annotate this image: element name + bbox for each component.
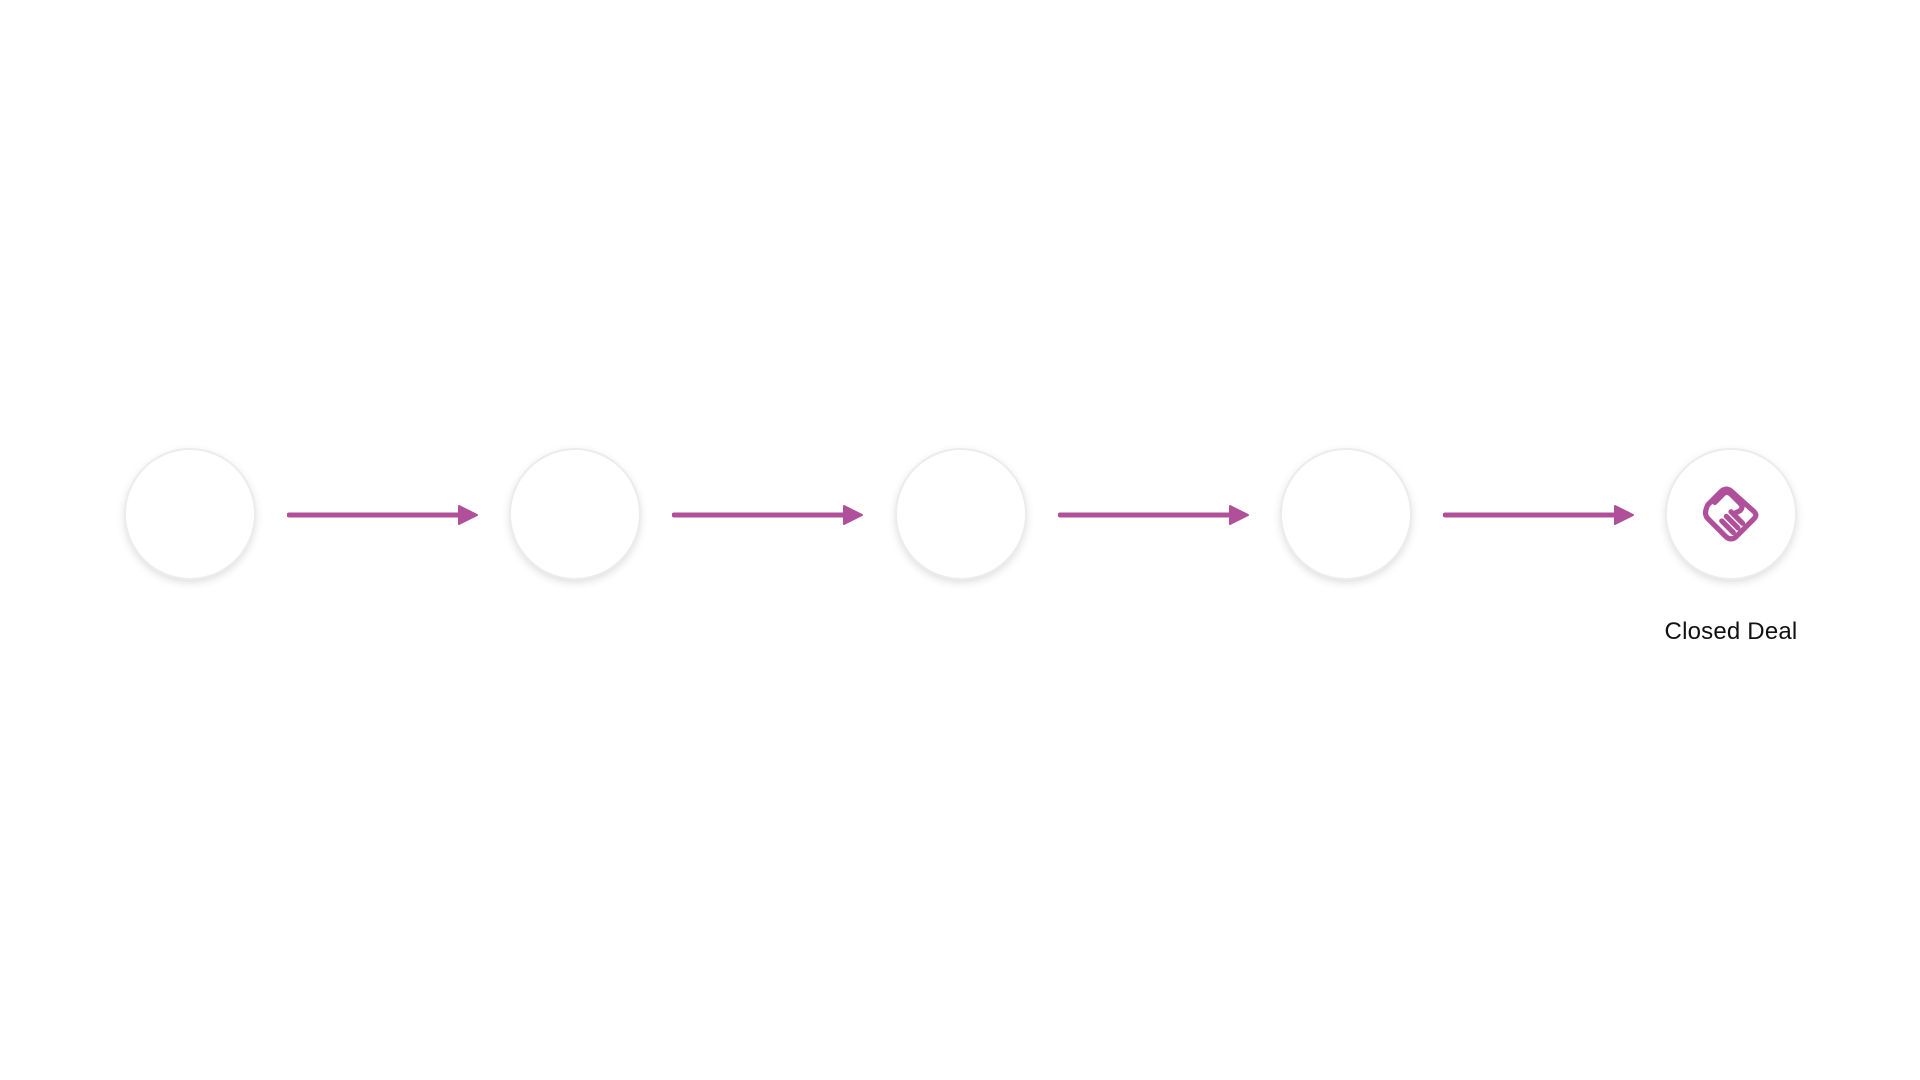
stage-circle-closed-deal xyxy=(1667,450,1795,578)
handshake-icon xyxy=(1702,486,1759,542)
flow-arrow-2 xyxy=(672,505,863,525)
flow-arrow-3 xyxy=(1058,505,1249,525)
stage-circle-4 xyxy=(1282,450,1410,578)
flow-arrow-1 xyxy=(287,505,478,525)
stage-circle-1 xyxy=(126,450,254,578)
stage-label-closed-deal: Closed Deal xyxy=(1664,618,1798,645)
stage-circle-2 xyxy=(511,450,639,578)
stage-circle-3 xyxy=(897,450,1025,578)
flow-arrow-4 xyxy=(1443,505,1634,525)
